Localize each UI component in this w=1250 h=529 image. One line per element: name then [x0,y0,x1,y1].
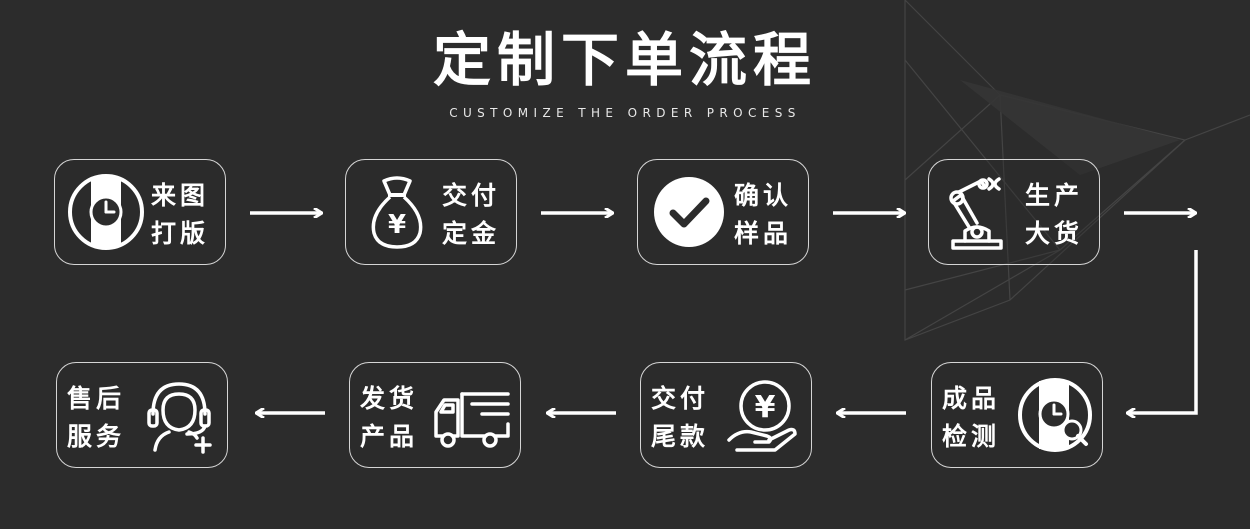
svg-text:¥: ¥ [755,390,776,425]
robot-arm-icon [949,177,1003,250]
step-label: 售后服务 [67,384,126,451]
watch-icon [68,174,144,250]
step-product-inspection: 成品检测 [931,362,1103,468]
step-label: 发货产品 [360,384,419,451]
step-label: 确认样品 [734,181,793,248]
page-title: 定制下单流程 [432,26,817,94]
step-mass-production: 生产大货 [928,159,1100,265]
yen-coin-hand-icon: ¥ [727,380,797,452]
step-label: 成品检测 [942,384,1001,451]
step-label: 生产大货 [1025,181,1084,248]
step-ship-product: 发货产品 [349,362,521,468]
customer-service-icon [147,382,212,454]
step-after-sales-service: 售后服务 [56,362,228,468]
step-deposit-payment: ¥ 交付定金 [345,159,517,265]
watch-inspection-icon [1018,378,1092,452]
step-label: 交付定金 [442,181,501,248]
money-bag-yen-icon: ¥ [371,176,423,249]
page-subtitle: CUSTOMIZE THE ORDER PROCESS [449,106,801,120]
step-label: 来图打版 [151,181,210,248]
step-final-payment: ¥ 交付尾款 [640,362,812,468]
step-label: 交付尾款 [651,384,710,451]
step-sample-drawing: 来图打版 [54,159,226,265]
delivery-truck-icon [434,392,510,448]
svg-text:¥: ¥ [388,210,406,240]
checkmark-circle-icon [654,177,724,247]
arrow-turn-down [1128,250,1198,413]
step-confirm-sample: 确认样品 [637,159,809,265]
